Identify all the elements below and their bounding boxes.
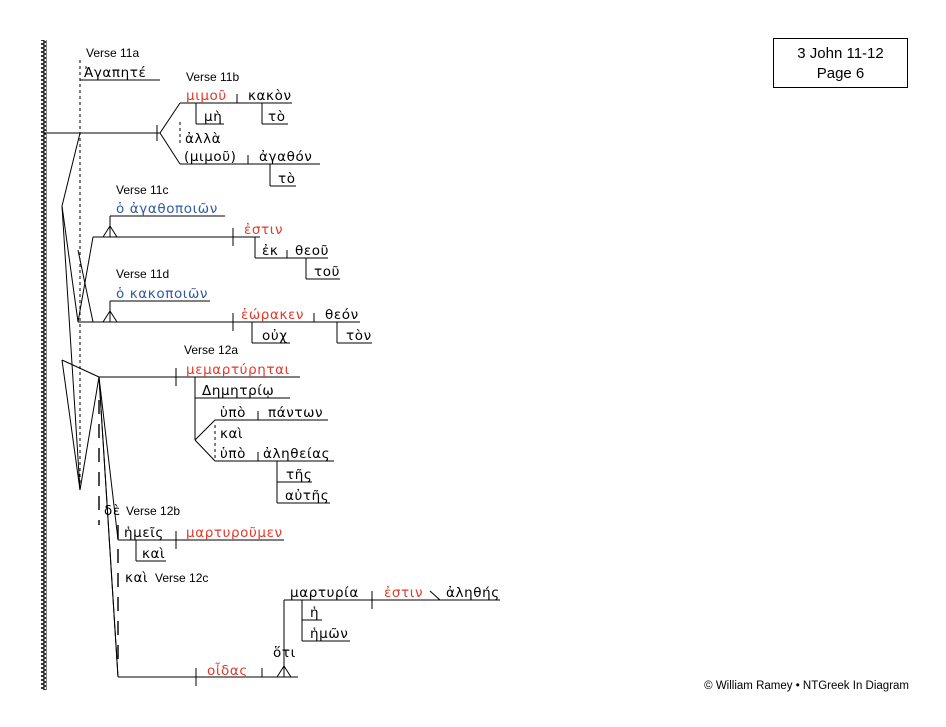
word-mimou-implied: (μιμοῦ) xyxy=(184,149,237,165)
verse-label-11b: Verse 11b xyxy=(186,70,239,84)
word-estin-1: ἐστιν xyxy=(244,222,283,238)
word-ouch: οὐχ xyxy=(262,328,288,344)
word-demetrio: Δημητρίῳ xyxy=(202,383,274,399)
word-ek: ἐκ xyxy=(262,243,278,259)
word-theou: θεοῦ xyxy=(295,243,329,259)
word-alla: ἀλλὰ xyxy=(185,131,221,147)
word-de: δὲ xyxy=(104,503,121,519)
word-kai-2: καὶ xyxy=(142,546,165,562)
word-martyroumen: μαρτυροῦμεν xyxy=(186,525,283,541)
word-panton: πάντων xyxy=(268,405,323,421)
word-hemon: ἡμῶν xyxy=(310,626,348,642)
word-tou: τοῦ xyxy=(314,264,340,280)
verse-label-11c: Verse 11c xyxy=(116,183,168,197)
word-ho-kakopoion: ὁ κακοποιῶν xyxy=(116,286,208,302)
word-agapete: Ἀγαπητέ xyxy=(84,65,146,81)
copyright-credit: © William Ramey • NTGreek In Diagram xyxy=(704,680,909,692)
word-aletheias: ἀληθείας xyxy=(263,446,330,462)
word-to-2: τὸ xyxy=(278,171,296,187)
title-reference: 3 John 11-12 xyxy=(797,45,884,62)
verse-label-12a: Verse 12a xyxy=(184,343,238,357)
word-alethes: ἀληθής xyxy=(446,585,500,601)
title-page: Page 6 xyxy=(816,65,865,82)
title-box: 3 John 11-12 Page 6 xyxy=(773,38,908,88)
word-hypo-2: ὑπὸ xyxy=(220,446,246,462)
word-kakon: κακὸν xyxy=(248,88,292,104)
word-memartyretai: μεμαρτύρηται xyxy=(186,362,290,378)
word-heoraken: ἑώρακεν xyxy=(241,307,304,323)
word-kai-1: καὶ xyxy=(220,426,243,442)
word-martyria: μαρτυρία xyxy=(290,585,359,601)
word-hypo-1: ὑπὸ xyxy=(220,405,246,421)
word-estin-2: ἐστιν xyxy=(384,585,423,601)
word-hoti: ὅτι xyxy=(273,645,296,661)
word-hemeis: ἡμεῖς xyxy=(124,525,164,541)
verse-label-11d: Verse 11d xyxy=(116,267,169,281)
word-me: μὴ xyxy=(204,109,222,125)
word-kai-3: καὶ xyxy=(125,570,148,586)
verse-label-12b: Verse 12b xyxy=(126,504,180,518)
word-ho-agathopoion: ὁ ἀγαθοποιῶν xyxy=(116,201,218,217)
word-oidas: οἶδας xyxy=(207,662,248,679)
word-theon: θεόν xyxy=(325,307,359,323)
word-mimou: μιμοῦ xyxy=(186,88,227,104)
word-tes: τῆς xyxy=(286,467,312,483)
word-agathon: ἀγαθόν xyxy=(259,149,312,165)
word-autes: αὐτῆς xyxy=(285,488,329,504)
verse-label-12c: Verse 12c xyxy=(155,571,208,585)
verse-label-11a: Verse 11a xyxy=(86,46,139,60)
word-ton: τὸν xyxy=(346,328,372,344)
word-to-1: τὸ xyxy=(268,109,286,125)
diagram-lines xyxy=(44,60,500,686)
word-he: ἡ xyxy=(310,605,319,621)
